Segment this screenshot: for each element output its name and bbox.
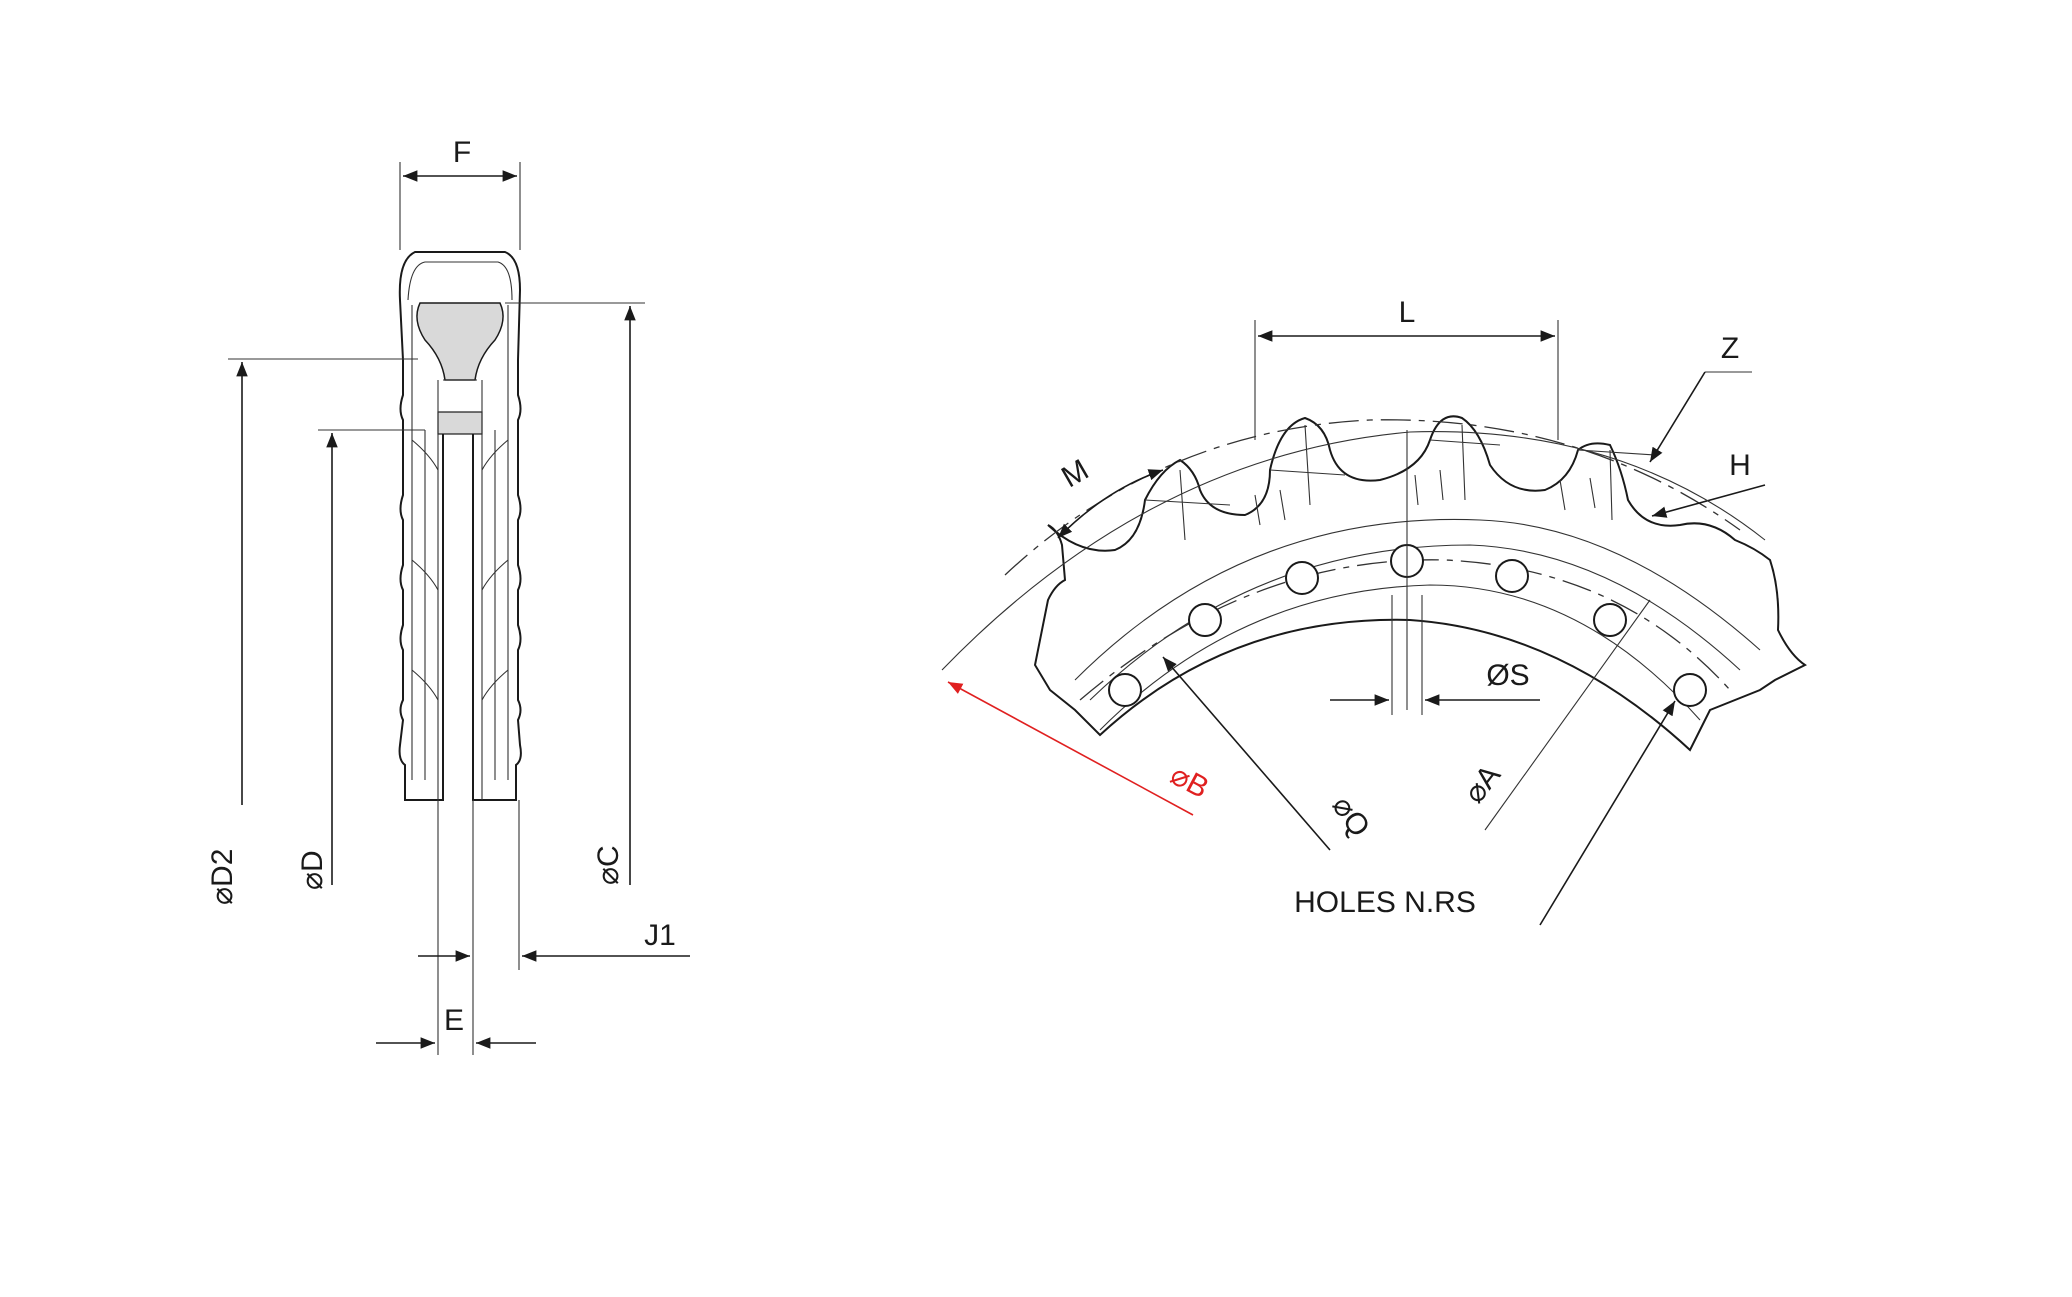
dim-label-D2: ⌀D2 [206,849,239,905]
dim-label-Q: ⌀Q [1325,790,1376,843]
dim-label-S: ØS [1486,659,1529,692]
bolt-hole [1285,561,1319,595]
dim-label-Z: Z [1721,332,1739,365]
dim-label-C: ⌀C [592,845,625,885]
dim-label-J1: J1 [644,919,676,952]
dim-label-M: M [1056,453,1094,494]
bolt-hole [1108,673,1142,707]
dim-label-D: ⌀D [296,850,329,890]
bolt-hole [1673,673,1707,707]
bolt-hole [1495,559,1529,593]
dim-label-L: L [1399,296,1416,329]
dim-label-H: H [1729,449,1751,482]
bolt-circle [1079,559,1731,701]
side-section-view: F ⌀D2 ⌀D ⌀C J1 E [206,136,690,1055]
dim-line-B [947,681,1194,816]
bolt-hole [1593,603,1627,637]
dim-label-A: ⌀A [1458,759,1507,809]
dim-label-F: F [453,136,471,169]
holes-count-label: HOLES N.RS [1294,886,1476,919]
dim-label-B: ⌀B [1165,758,1214,805]
rim-section-shading [437,411,483,435]
sprocket-side-profile [398,251,522,801]
bolt-hole [1188,603,1222,637]
front-segment-view: L Z H M ØS ⌀B ⌀Q ⌀A HOLES N.RS [941,296,1807,926]
dim-label-E: E [444,1004,464,1037]
bolt-holes [1108,544,1707,707]
